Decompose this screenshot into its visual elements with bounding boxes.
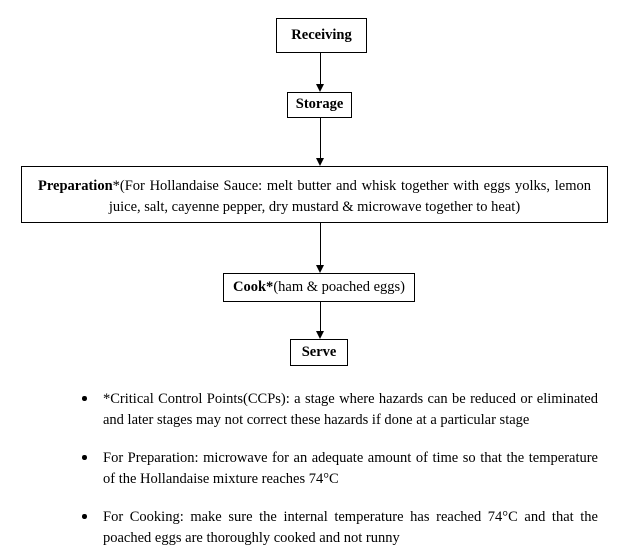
flow-node-serve: Serve [290, 339, 348, 366]
flow-node-storage: Storage [287, 92, 352, 118]
note-text: For Preparation: microwave for an adequa… [103, 450, 598, 488]
bullet-icon [82, 455, 87, 460]
arrow-shaft [320, 223, 322, 265]
arrow-shaft [320, 118, 322, 158]
bullet-icon [82, 396, 87, 401]
flow-node-cook-text: Cook*(ham & poached eggs) [233, 278, 405, 297]
arrow-receiving-to-storage [314, 53, 328, 92]
arrow-shaft [320, 302, 322, 331]
arrow-shaft [320, 53, 322, 84]
arrow-preparation-to-cook [314, 223, 328, 273]
flow-node-storage-lead: Storage [295, 96, 344, 113]
flow-node-storage-text: Storage [296, 95, 344, 114]
flow-node-receiving: Receiving [276, 18, 367, 53]
notes-list: *Critical Control Points(CCPs): a stage … [78, 389, 598, 549]
note-text: For Cooking: make sure the internal temp… [103, 509, 598, 547]
arrow-head-icon [316, 84, 324, 92]
flow-node-receiving-lead: Receiving [291, 26, 352, 43]
flow-node-cook-lead: Cook* [233, 278, 274, 295]
arrow-head-icon [316, 331, 324, 339]
arrow-head-icon [316, 265, 324, 273]
flow-node-preparation-text: Preparation*(For Hollandaise Sauce: melt… [38, 176, 591, 218]
flow-node-cook: Cook*(ham & poached eggs) [223, 273, 415, 302]
arrow-cook-to-serve [314, 302, 328, 339]
arrow-storage-to-preparation [314, 118, 328, 166]
flow-node-receiving-text: Receiving [291, 26, 351, 45]
flow-node-preparation: Preparation*(For Hollandaise Sauce: melt… [21, 166, 608, 223]
flow-node-preparation-rest: *(For Hollandaise Sauce: melt butter and… [108, 178, 591, 216]
flow-node-serve-lead: Serve [301, 343, 337, 360]
list-item: *Critical Control Points(CCPs): a stage … [78, 389, 598, 431]
list-item: For Cooking: make sure the internal temp… [78, 507, 598, 549]
list-item: For Preparation: microwave for an adequa… [78, 448, 598, 490]
arrow-head-icon [316, 158, 324, 166]
flow-node-cook-rest: (ham & poached eggs) [273, 278, 405, 295]
flow-node-serve-text: Serve [302, 343, 337, 362]
note-text: *Critical Control Points(CCPs): a stage … [103, 391, 598, 429]
flow-node-preparation-lead: Preparation [38, 178, 113, 194]
bullet-icon [82, 514, 87, 519]
